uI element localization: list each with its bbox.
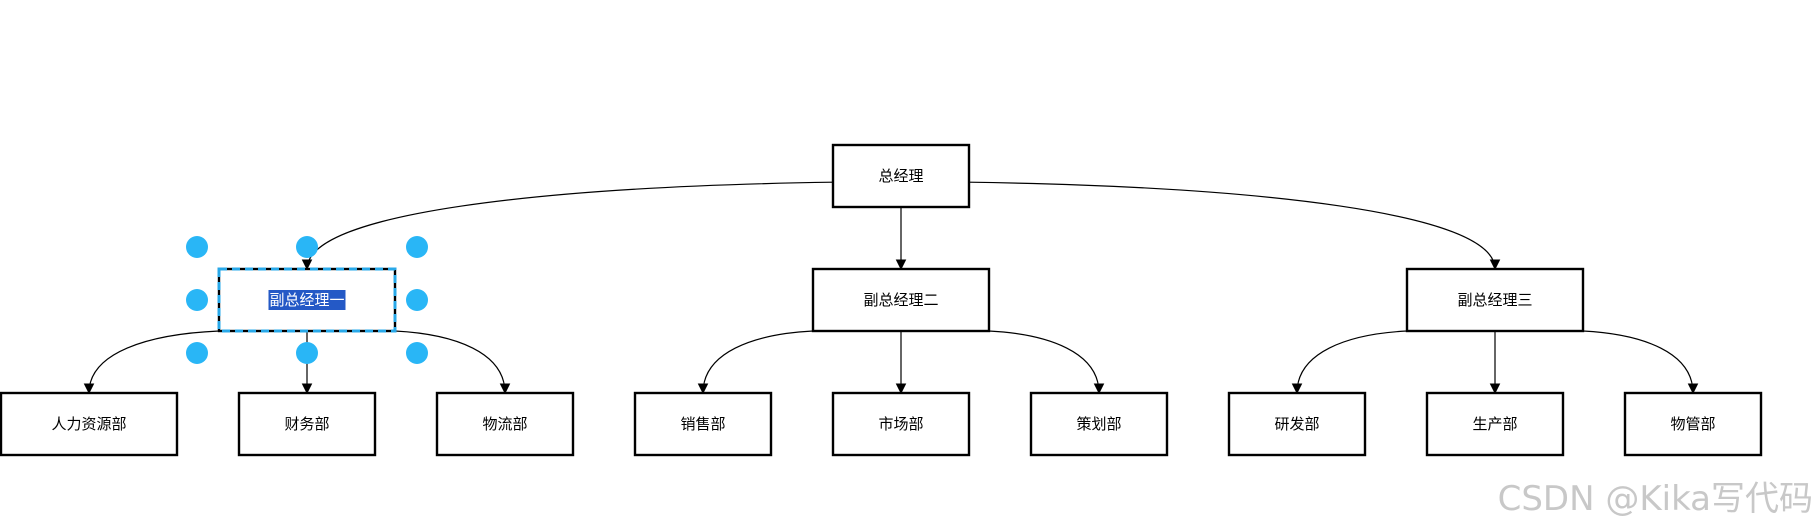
node-hr-label: 人力资源部 (51, 415, 126, 433)
edge-vp2-plan[interactable] (988, 330, 1105, 395)
resize-handle-right[interactable] (406, 289, 428, 311)
node-fin-box[interactable] (237, 391, 377, 457)
edge-vp2-sales[interactable] (697, 330, 814, 395)
node-mkt[interactable]: 市场部 (831, 391, 971, 457)
resize-handle-top-left[interactable] (186, 236, 208, 258)
edge-vp1-hr[interactable] (83, 330, 220, 395)
edge-vp3-rd[interactable] (1291, 330, 1408, 395)
node-vp1-label: 副总经理一 (269, 291, 344, 309)
edge-gm-vp1[interactable] (301, 181, 834, 271)
node-rd-box[interactable] (1227, 391, 1367, 457)
node-hr-box[interactable] (0, 391, 179, 457)
node-rd-label: 研发部 (1274, 415, 1319, 433)
node-vp3-label: 副总经理三 (1457, 291, 1532, 309)
node-log[interactable]: 物流部 (435, 391, 575, 457)
node-hr[interactable]: 人力资源部 (0, 391, 179, 457)
node-gm-box[interactable] (831, 143, 971, 209)
node-mat[interactable]: 物管部 (1623, 391, 1763, 457)
node-sales[interactable]: 销售部 (633, 391, 773, 457)
edges-layer (83, 181, 1699, 395)
node-mat-label: 物管部 (1670, 415, 1715, 433)
node-log-label: 物流部 (482, 415, 527, 433)
node-gm-label: 总经理 (878, 167, 923, 185)
node-mkt-box[interactable] (831, 391, 971, 457)
node-rd[interactable]: 研发部 (1227, 391, 1367, 457)
node-prod-box[interactable] (1425, 391, 1565, 457)
node-fin[interactable]: 财务部 (237, 391, 377, 457)
node-fin-label: 财务部 (284, 415, 329, 433)
node-vp1[interactable]: 副总经理一 (217, 267, 397, 333)
edge-vp1-log[interactable] (394, 330, 511, 395)
node-gm[interactable]: 总经理 (831, 143, 971, 209)
resize-handle-left[interactable] (186, 289, 208, 311)
node-log-box[interactable] (435, 391, 575, 457)
edge-vp3-mat[interactable] (1582, 330, 1699, 395)
node-prod-label: 生产部 (1472, 415, 1517, 433)
node-mat-box[interactable] (1623, 391, 1763, 457)
node-plan[interactable]: 策划部 (1029, 391, 1169, 457)
node-prod[interactable]: 生产部 (1425, 391, 1565, 457)
resize-handle-top-right[interactable] (406, 236, 428, 258)
resize-handle-top[interactable] (296, 236, 318, 258)
resize-handle-bottom-right[interactable] (406, 342, 428, 364)
node-sales-label: 销售部 (680, 415, 725, 433)
node-plan-box[interactable] (1029, 391, 1169, 457)
selection-layer (186, 236, 428, 364)
node-vp2-box[interactable] (811, 267, 991, 333)
node-vp1-text-highlight (268, 290, 346, 310)
resize-handle-bottom[interactable] (296, 342, 318, 364)
node-vp3[interactable]: 副总经理三 (1405, 267, 1585, 333)
node-mkt-label: 市场部 (878, 415, 923, 433)
node-sales-box[interactable] (633, 391, 773, 457)
selection-outline (217, 267, 397, 333)
node-vp2[interactable]: 副总经理二 (811, 267, 991, 333)
resize-handle-bottom-left[interactable] (186, 342, 208, 364)
node-vp2-label: 副总经理二 (863, 291, 938, 309)
node-plan-label: 策划部 (1076, 415, 1121, 433)
watermark: CSDN @Kika写代码 (1498, 479, 1813, 519)
edge-gm-vp3[interactable] (968, 181, 1501, 271)
node-vp3-box[interactable] (1405, 267, 1585, 333)
